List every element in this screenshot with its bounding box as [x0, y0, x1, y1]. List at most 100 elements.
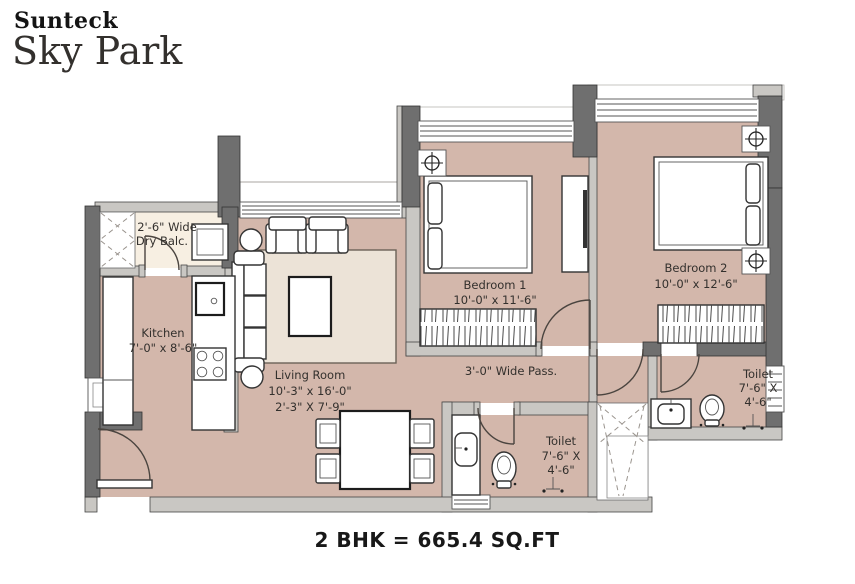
toilet2-label: Toilet — [742, 367, 774, 381]
living-room-label: Living Room — [275, 368, 346, 382]
window-living-deck — [239, 201, 403, 219]
toilet1-fixtures — [451, 414, 564, 496]
armchair-icon — [305, 216, 349, 254]
bedroom1-dims: 10'-0" x 11'-6" — [453, 293, 536, 307]
wall — [441, 401, 453, 513]
door-arc — [477, 407, 515, 445]
ac-unit-icon — [741, 125, 771, 153]
toilet2-dims: 7'-6" X — [739, 381, 778, 395]
wall — [752, 84, 783, 98]
duct-dry-balcony — [99, 211, 136, 269]
room-labels: 2'-6" Wide Dry Balc. Kitchen 7'-0" x 8'-… — [129, 220, 778, 477]
wall — [94, 201, 236, 213]
dining-table-icon — [338, 409, 412, 491]
door-arc — [540, 299, 591, 350]
door-arc — [96, 428, 153, 489]
side-table-icon — [240, 365, 264, 389]
logo-project-text: Sky Park — [12, 29, 183, 73]
toilet2-dims2: 4'-6" — [744, 395, 771, 409]
wall — [765, 411, 783, 428]
column — [572, 84, 598, 158]
sofa-icon — [231, 250, 267, 373]
living-furniture — [231, 216, 397, 389]
kitchen-fixtures — [102, 223, 236, 431]
logo: Sunteck Sky Park — [12, 8, 183, 73]
passage — [406, 356, 648, 403]
bed-icon — [653, 156, 769, 251]
ac-unit-icon — [741, 247, 771, 275]
door-jamb — [589, 341, 598, 357]
wc-icon — [491, 451, 517, 489]
wall — [587, 401, 598, 513]
toilet1-label: Toilet — [545, 434, 577, 448]
side-table-icon — [239, 228, 263, 252]
wall — [517, 401, 598, 416]
bedroom2-label: Bedroom 2 — [665, 261, 728, 275]
window-bedroom-1 — [417, 120, 575, 143]
washbasin-icon — [657, 399, 685, 425]
dining-set — [315, 409, 435, 491]
plan-title: 2 BHK = 665.4 SQ.FT — [314, 528, 559, 552]
door-jamb — [138, 264, 146, 278]
logo-brand-text: Sunteck — [14, 8, 118, 34]
coffee-table-icon — [287, 275, 333, 338]
wardrobe-icon — [419, 308, 537, 347]
ac-units — [417, 125, 771, 275]
dining-chair-icon — [409, 453, 435, 484]
wc-icon — [699, 394, 725, 427]
toilet2-fixtures — [650, 394, 764, 430]
kitchen-label: Kitchen — [141, 326, 184, 340]
duct-bottom — [596, 402, 649, 501]
living-room-dims2: 2'-3" X 7'-9" — [275, 400, 345, 414]
wall — [696, 341, 769, 357]
dining-chair-icon — [315, 418, 341, 449]
column — [401, 105, 421, 208]
wall — [149, 496, 653, 513]
doors — [96, 235, 700, 489]
wardrobe-icon — [657, 304, 765, 344]
wall — [182, 265, 226, 277]
bedroom1-label: Bedroom 1 — [464, 278, 527, 292]
toilet1-dims: 7'-6" X — [542, 449, 581, 463]
bed-icon — [423, 175, 533, 274]
living-room-dims: 10'-3" x 16'-0" — [268, 384, 351, 398]
toilet1-dims2: 4'-6" — [547, 463, 574, 477]
door-arc — [660, 353, 700, 393]
closet-icon — [561, 175, 589, 273]
wall — [588, 120, 598, 404]
washbasin-icon — [454, 432, 478, 467]
shower-tap-icon — [542, 477, 564, 493]
door-jamb — [513, 401, 521, 416]
wall — [405, 204, 421, 357]
wall — [84, 496, 98, 513]
wall — [642, 341, 662, 357]
hob-icon — [193, 347, 227, 381]
window-bedroom-2 — [594, 98, 760, 123]
washing-machine-icon — [191, 223, 229, 261]
bedroom2-furniture — [653, 156, 769, 344]
bedroom2-dims: 10'-0" x 12'-6" — [654, 277, 737, 291]
dry-balcony-label: Dry Balc. — [136, 234, 188, 248]
door-jamb — [180, 264, 188, 278]
shower-tap-icon — [742, 414, 764, 430]
armchair-icon — [265, 216, 309, 254]
bedroom1-furniture — [419, 175, 589, 347]
column — [217, 135, 241, 218]
window-toilet-2 — [765, 365, 785, 413]
kitchen-dims: 7'-0" x 8'-6" — [129, 341, 198, 355]
wall — [396, 105, 403, 208]
door-jamb — [473, 401, 481, 416]
door-arc — [144, 235, 180, 271]
passage-label: 3'-0" Wide Pass. — [465, 364, 557, 378]
kitchen-counter — [102, 276, 134, 426]
dry-balcony-label: 2'-6" Wide — [137, 220, 197, 234]
dining-chair-icon — [315, 453, 341, 484]
kitchen-sink-icon — [194, 281, 226, 317]
wall — [84, 205, 101, 379]
window-toilet-1 — [451, 494, 491, 510]
ac-unit-icon — [417, 149, 447, 177]
door-jamb — [535, 341, 543, 357]
duct-shafts — [99, 211, 649, 501]
